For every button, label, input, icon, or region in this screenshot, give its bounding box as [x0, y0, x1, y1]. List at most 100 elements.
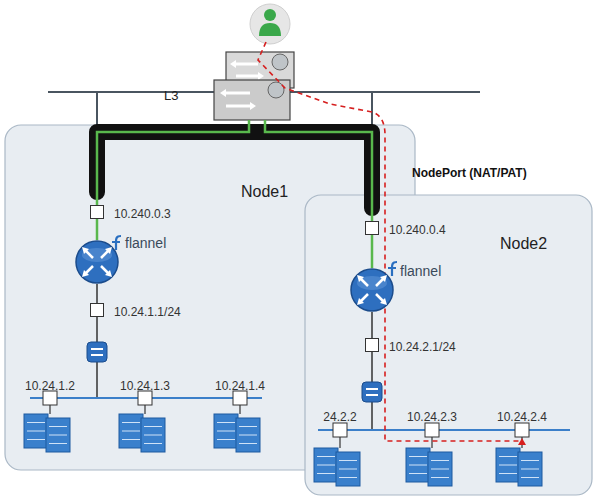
node-title: flannel — [125, 236, 166, 250]
container-group — [144, 443, 162, 444]
container-group — [27, 439, 45, 440]
container-group — [122, 422, 140, 423]
l3-router — [226, 92, 250, 95]
switch-symbol — [371, 402, 373, 430]
annotation: NodePort (NAT/PAT) — [412, 163, 527, 181]
node-title: L3 — [164, 89, 178, 103]
container-group — [233, 391, 247, 405]
interface-port: 10.240.0.4 — [365, 221, 379, 235]
router-device: L3 — [214, 50, 300, 120]
container-group — [49, 435, 67, 436]
ip-label: 10.24.2.4 — [497, 410, 547, 424]
container-group — [431, 477, 449, 478]
ip-label: 10.24.2.3 — [407, 410, 457, 424]
ip-label: 10.240.0.4 — [389, 223, 446, 237]
container-ip: 10.24.2.3 — [404, 405, 460, 423]
l3-router — [230, 60, 236, 68]
container-group — [409, 456, 427, 457]
node-panel-ground — [305, 195, 592, 495]
container-group — [217, 439, 235, 440]
network-link — [97, 120, 249, 205]
container-group — [515, 423, 529, 437]
container-group — [49, 443, 67, 444]
container-group — [239, 426, 257, 427]
container-group — [428, 452, 452, 486]
container-group — [406, 448, 430, 482]
l3-router — [236, 63, 258, 66]
node-panel: Node2 10.240.0.4 flannel 10.24.2.1/24 24.2.2… — [305, 195, 592, 495]
router-circle — [357, 276, 387, 290]
interface-port: 10.24.1.1/24 — [90, 303, 104, 317]
port-square — [90, 205, 104, 219]
container-group — [144, 435, 162, 436]
flannel-router: flannel — [75, 240, 119, 284]
container-group — [317, 473, 335, 474]
container-group — [431, 469, 449, 470]
node-title: Node1 — [241, 185, 288, 199]
container-group — [314, 448, 338, 482]
nodeport-path — [258, 42, 522, 444]
container-group — [339, 437, 340, 448]
container-group — [239, 443, 257, 444]
network-link — [371, 312, 373, 338]
ip-label: 10.240.0.3 — [114, 207, 171, 221]
ip-label: 10.24.1.2 — [25, 379, 75, 393]
router-circle — [75, 240, 119, 284]
container-group — [339, 460, 357, 461]
container-ip: 10.24.1.4 — [212, 374, 268, 392]
container-group — [499, 456, 517, 457]
container-ip: 10.24.1.2 — [22, 374, 78, 392]
container-group — [217, 431, 235, 432]
l3-router — [272, 54, 288, 70]
container-group — [217, 422, 235, 423]
router-circle — [105, 247, 112, 254]
container-group — [339, 477, 357, 478]
l3-router — [250, 102, 256, 110]
network-link — [371, 235, 374, 268]
container-group — [518, 452, 542, 486]
switch-symbol — [87, 342, 107, 362]
port-square — [366, 339, 379, 352]
switch-symbol — [362, 382, 382, 402]
router-circle — [351, 269, 393, 311]
container-group — [27, 431, 45, 432]
container-group — [122, 431, 140, 432]
container-group — [336, 452, 360, 486]
container-group — [236, 418, 260, 452]
container-group — [119, 414, 143, 448]
switch-symbol — [91, 349, 103, 355]
router-circle — [82, 247, 89, 254]
container-group — [24, 391, 542, 486]
network-link — [96, 284, 98, 303]
node-title: Node2 — [500, 237, 547, 251]
cable-band — [97, 132, 372, 208]
container-group — [144, 405, 145, 414]
network-link — [265, 120, 372, 221]
l3-router — [258, 72, 264, 80]
router-circle — [82, 270, 89, 277]
interface-port: 10.240.0.3 — [90, 205, 104, 219]
l3-router — [236, 75, 258, 78]
bus-line — [30, 398, 570, 430]
router-circle — [380, 275, 387, 282]
nodeport-path — [518, 438, 526, 445]
bus-line — [318, 429, 570, 431]
container-group — [141, 418, 165, 452]
container-group — [317, 456, 335, 457]
flannel-logo — [112, 236, 397, 276]
switch-symbol — [96, 362, 98, 398]
node-title: flannel — [400, 264, 441, 278]
container-group — [521, 477, 539, 478]
router-circle — [357, 275, 364, 282]
ip-label: 24.2.2 — [323, 410, 356, 424]
router-circle — [82, 248, 112, 262]
interface-port: 10.24.2.1/24 — [365, 338, 379, 352]
container-group — [144, 426, 162, 427]
container-group — [333, 423, 347, 437]
container-group — [122, 439, 140, 440]
container-group — [49, 426, 67, 427]
container-group — [49, 405, 50, 414]
node-panel-ground — [5, 125, 415, 470]
container-ip: 24.2.2 — [320, 405, 359, 423]
user-icon — [250, 4, 290, 44]
